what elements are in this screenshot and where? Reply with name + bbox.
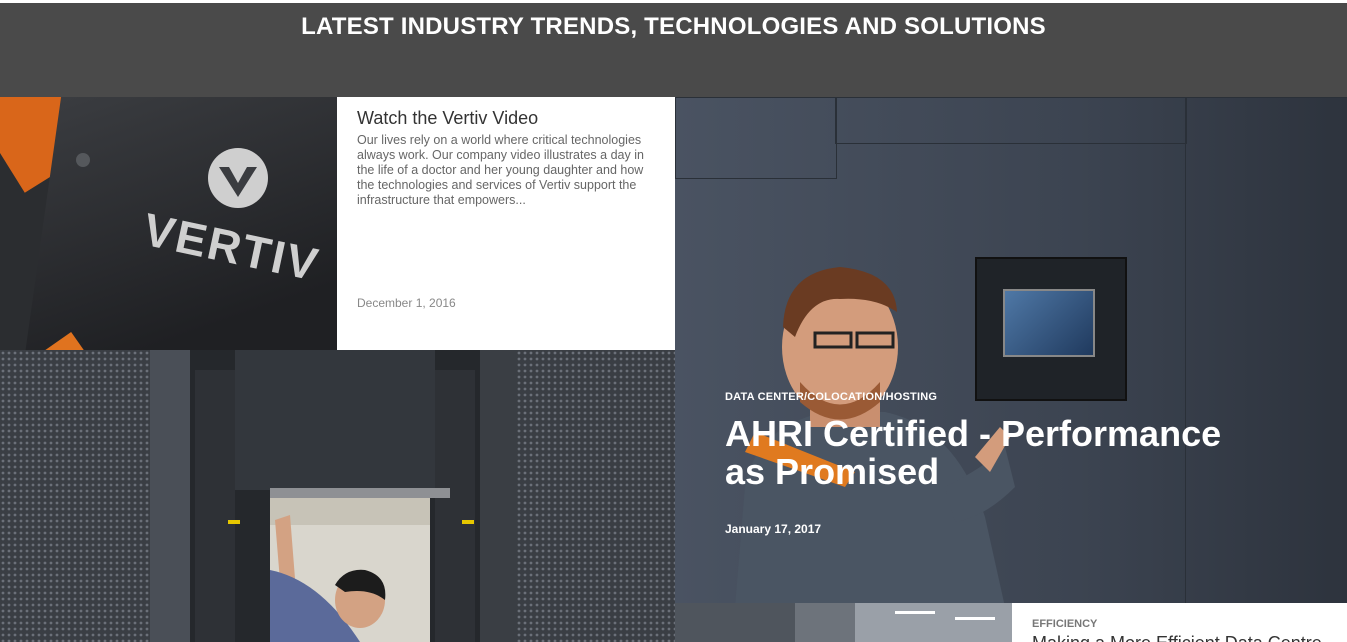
control-touchscreen (975, 257, 1127, 401)
datacenter-rack-image[interactable] (0, 350, 675, 642)
cabinet-panel (835, 97, 1187, 144)
hero-date: January 17, 2017 (725, 522, 822, 536)
video-article-title[interactable]: Watch the Vertiv Video (357, 108, 539, 128)
efficiency-category[interactable]: EFFICIENCY (1032, 618, 1098, 630)
touchscreen-display (1003, 289, 1095, 357)
datacenter-aisle-photo (675, 603, 1012, 642)
hero-title[interactable]: AHRI Certified - Performance as Promised (725, 413, 1222, 492)
section-header: LATEST INDUSTRY TRENDS, TECHNOLOGIES AND… (0, 3, 1347, 97)
ahri-hero-tile[interactable]: DATA CENTER/COLOCATION/HOSTING AHRI Cert… (675, 97, 1347, 603)
technician-photo (735, 267, 1015, 603)
video-article-date: December 1, 2016 (357, 296, 456, 310)
hero-category[interactable]: DATA CENTER/COLOCATION/HOSTING (725, 391, 938, 403)
video-article-excerpt: Our lives rely on a world where critical… (357, 133, 644, 207)
efficiency-article-title[interactable]: Making a More Efficient Data Centre (1032, 633, 1322, 642)
cabinet-panel (675, 97, 837, 179)
efficiency-article-card[interactable]: EFFICIENCY Making a More Efficient Data … (1012, 603, 1347, 642)
section-title: LATEST INDUSTRY TRENDS, TECHNOLOGIES AND… (301, 13, 1046, 40)
server-rack-photo (0, 350, 675, 642)
efficiency-image[interactable] (675, 603, 1012, 642)
vertiv-logo-icon (208, 148, 268, 208)
shirt-button (76, 153, 90, 167)
video-article-card[interactable]: Watch the Vertiv Video Our lives rely on… (337, 97, 675, 350)
cabinet-panel (1185, 97, 1347, 603)
vertiv-shirt-image[interactable]: VERTIV (0, 97, 337, 350)
top-border (0, 0, 1347, 3)
